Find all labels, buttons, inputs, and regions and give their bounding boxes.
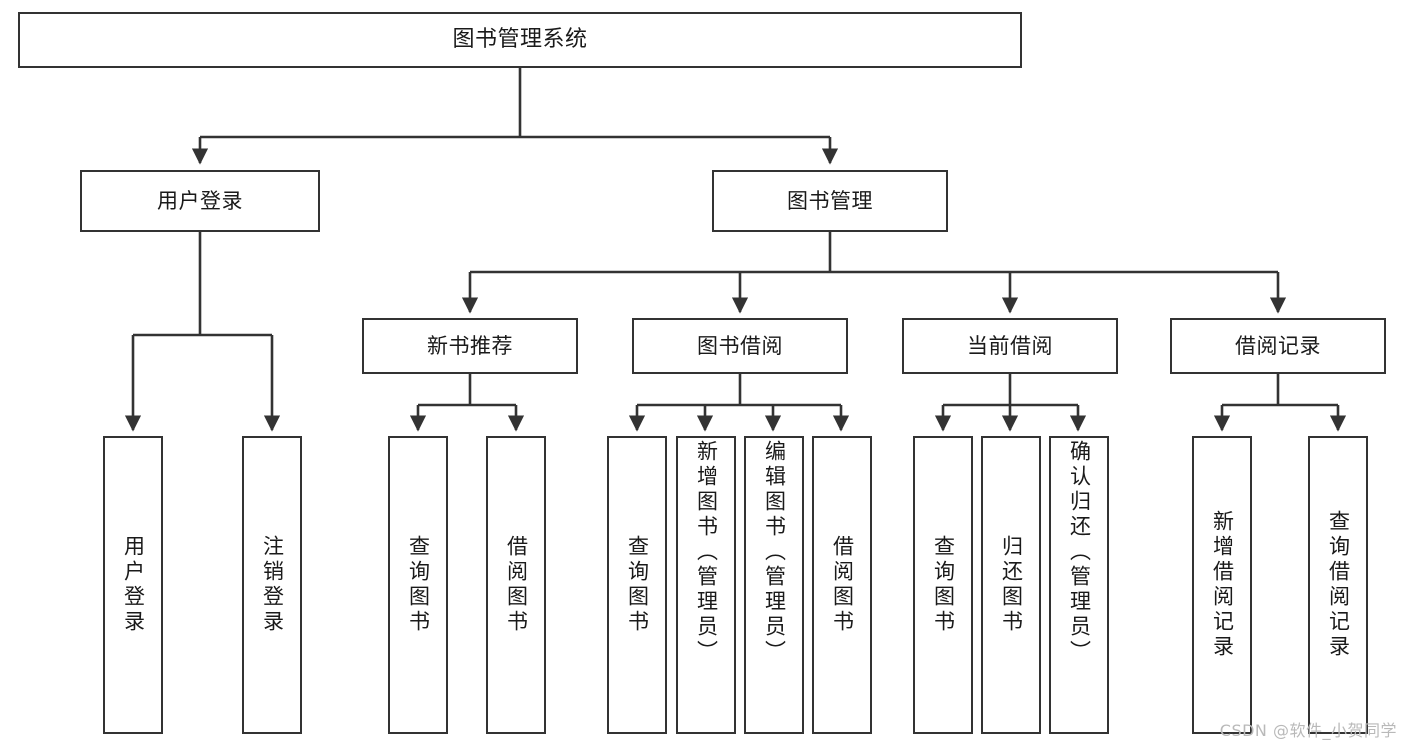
node-label: 归还图书 — [999, 535, 1024, 635]
node-borrow-record[interactable]: 借阅记录 — [1170, 318, 1386, 374]
node-label: 新增图书（管理员） — [694, 440, 719, 665]
node-leaf-user-logout[interactable]: 注销登录 — [242, 436, 302, 734]
node-label: 查询图书 — [931, 535, 956, 635]
node-book-borrow[interactable]: 图书借阅 — [632, 318, 848, 374]
node-label: 确认归还（管理员） — [1067, 440, 1092, 665]
node-leaf-add-record[interactable]: 新增借阅记录 — [1192, 436, 1252, 734]
node-leaf-query-record[interactable]: 查询借阅记录 — [1308, 436, 1368, 734]
node-leaf-user-login[interactable]: 用户登录 — [103, 436, 163, 734]
node-label: 借阅图书 — [504, 535, 529, 635]
node-label: 借阅图书 — [830, 535, 855, 635]
node-label: 当前借阅 — [967, 333, 1053, 358]
node-book-manage[interactable]: 图书管理 — [712, 170, 948, 232]
node-leaf-borrow-book-2[interactable]: 借阅图书 — [812, 436, 872, 734]
node-leaf-edit-book[interactable]: 编辑图书（管理员） — [744, 436, 804, 734]
node-label: 查询图书 — [406, 535, 431, 635]
node-label: 用户登录 — [157, 188, 243, 213]
node-new-book-recommend[interactable]: 新书推荐 — [362, 318, 578, 374]
node-label: 用户登录 — [121, 535, 146, 635]
node-label: 注销登录 — [260, 535, 285, 635]
node-label: 新增借阅记录 — [1210, 510, 1235, 660]
node-leaf-add-book[interactable]: 新增图书（管理员） — [676, 436, 736, 734]
node-leaf-query-book-2[interactable]: 查询图书 — [607, 436, 667, 734]
node-leaf-return-book[interactable]: 归还图书 — [981, 436, 1041, 734]
node-label: 新书推荐 — [427, 333, 513, 358]
node-label: 编辑图书（管理员） — [762, 440, 787, 665]
node-label: 查询图书 — [625, 535, 650, 635]
node-leaf-borrow-book-1[interactable]: 借阅图书 — [486, 436, 546, 734]
node-book-management-system[interactable]: 图书管理系统 — [18, 12, 1022, 68]
node-label: 图书管理 — [787, 188, 873, 213]
node-label: 图书管理系统 — [452, 27, 588, 53]
node-leaf-query-book-1[interactable]: 查询图书 — [388, 436, 448, 734]
node-label: 图书借阅 — [697, 333, 783, 358]
node-leaf-query-book-3[interactable]: 查询图书 — [913, 436, 973, 734]
node-user-login[interactable]: 用户登录 — [80, 170, 320, 232]
node-label: 借阅记录 — [1235, 333, 1321, 358]
node-leaf-confirm-return[interactable]: 确认归还（管理员） — [1049, 436, 1109, 734]
node-current-borrow[interactable]: 当前借阅 — [902, 318, 1118, 374]
node-label: 查询借阅记录 — [1326, 510, 1351, 660]
